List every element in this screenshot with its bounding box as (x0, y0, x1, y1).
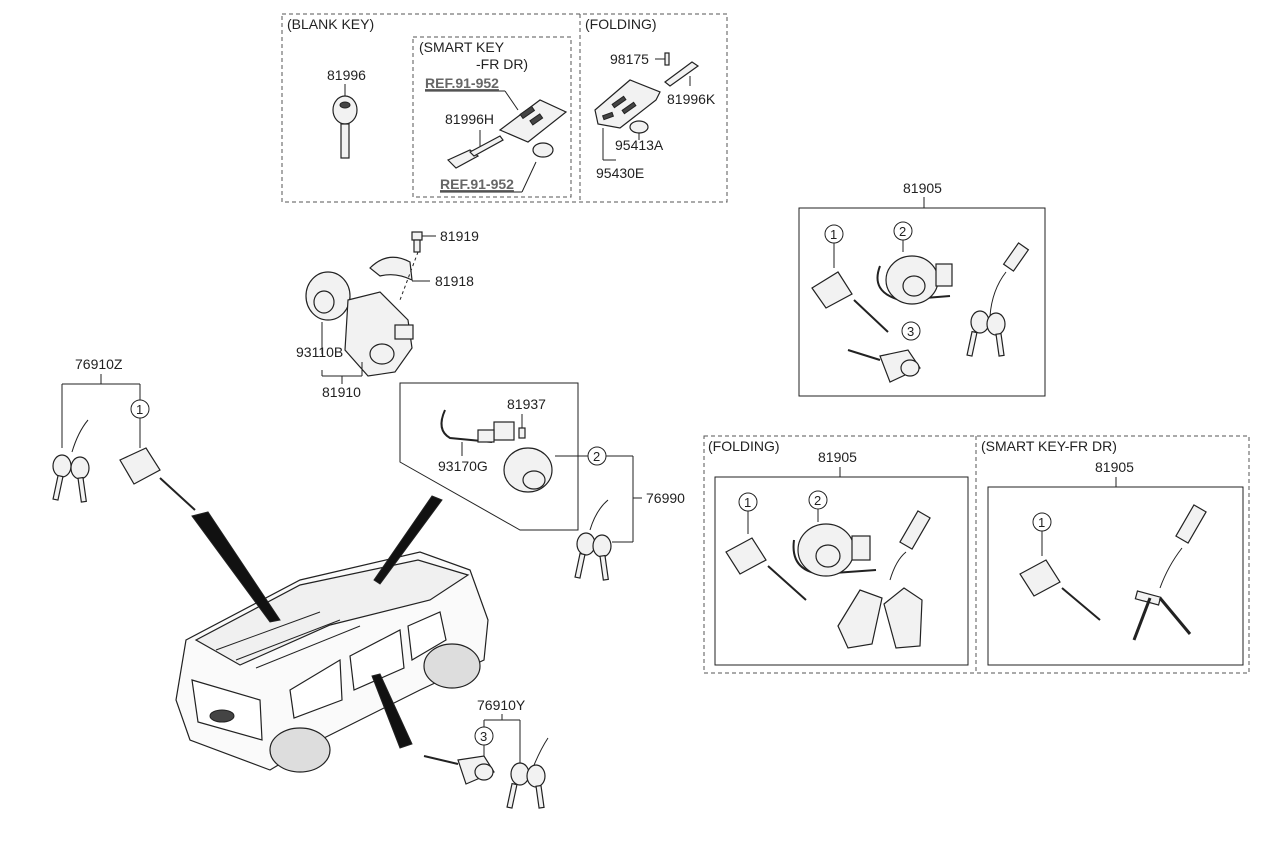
ref-link-top[interactable]: REF.91-952 (425, 75, 499, 91)
bottom-sets-frame (703, 435, 1250, 674)
small-screw-icon (518, 427, 526, 439)
door-lock-cylinder-icon-set3 (847, 349, 921, 383)
vehicle-illustration (175, 551, 489, 773)
key-pair-icon-set1 (966, 242, 1030, 357)
emergency-key-icon (446, 135, 504, 169)
key-pair-icon-left (52, 419, 90, 503)
blank-key-icon (332, 95, 358, 159)
steering-lock-body-icon (344, 291, 414, 377)
callout-3-top-label: 3 (907, 324, 914, 339)
part-label-76990[interactable]: 76990 (646, 490, 685, 506)
callout-3-bottom-label: 3 (480, 729, 487, 744)
group-title-folding-top: (FOLDING) (585, 16, 657, 32)
pin-icon (664, 52, 670, 66)
group-title-blank-key: (BLANK KEY) (287, 16, 374, 32)
part-label-93170G[interactable]: 93170G (438, 458, 488, 474)
harness-icon (440, 409, 515, 443)
set-box-folding (714, 476, 969, 666)
blank-key-frame (281, 13, 728, 203)
door-lock-cylinder-icon-smart (1019, 559, 1101, 621)
ignition-switch-box (399, 382, 579, 531)
smart-key-blades-icon (1132, 504, 1207, 641)
coin-battery-icon (532, 142, 554, 158)
callout-1-left-label: 1 (136, 402, 143, 417)
ignition-cylinder-icon-folding (792, 523, 877, 577)
callout-2-mid-label: 2 (593, 449, 600, 464)
part-label-81937[interactable]: 81937 (507, 396, 546, 412)
set-box-smart (987, 486, 1244, 666)
ref-link-bottom[interactable]: REF.91-952 (440, 176, 514, 192)
part-label-81905-folding[interactable]: 81905 (818, 449, 857, 465)
part-label-95413A[interactable]: 95413A (615, 137, 664, 153)
part-label-81996H[interactable]: 81996H (445, 111, 494, 127)
callout-1-folding-label: 1 (744, 495, 751, 510)
door-lock-cylinder-icon-right (423, 755, 495, 785)
key-pair-icon-bottom (506, 737, 549, 809)
callout-1-top-label: 1 (830, 227, 837, 242)
part-label-81996[interactable]: 81996 (327, 67, 366, 83)
group-title-smart-key-2: -FR DR) (476, 56, 528, 72)
door-lock-cylinder-icon-set1 (811, 271, 889, 333)
part-label-76910Y[interactable]: 76910Y (477, 697, 526, 713)
ignition-cylinder-icon (503, 447, 553, 493)
leader-wedge-y (371, 673, 413, 749)
group-title-smart-key-bottom: (SMART KEY-FR DR) (981, 438, 1117, 454)
callout-2-top-label: 2 (899, 224, 906, 239)
smart-key-fob-icon (498, 99, 568, 143)
part-label-95430E[interactable]: 95430E (596, 165, 644, 181)
part-label-81905-smart[interactable]: 81905 (1095, 459, 1134, 475)
part-label-98175[interactable]: 98175 (610, 51, 649, 67)
key-pair-icon-mid (574, 499, 612, 581)
part-label-81919[interactable]: 81919 (440, 228, 479, 244)
group-title-smart-key-1: (SMART KEY (419, 39, 505, 55)
part-label-76910Z[interactable]: 76910Z (75, 356, 123, 372)
folding-fob-icon (594, 79, 661, 129)
part-label-81910[interactable]: 81910 (322, 384, 361, 400)
ignition-cylinder-icon-set1 (876, 255, 953, 305)
group-title-folding-bottom: (FOLDING) (708, 438, 780, 454)
folding-fob-pair-icon (837, 510, 931, 649)
door-lock-cylinder-icon-folding (725, 537, 807, 601)
part-label-81918[interactable]: 81918 (435, 273, 474, 289)
folding-key-blade-icon (664, 61, 700, 87)
lock-cylinder-icon (305, 271, 351, 321)
callout-2-folding-label: 2 (814, 493, 821, 508)
folding-battery-icon (629, 120, 649, 134)
screw-icon (411, 231, 423, 253)
leader-wedge-ign (373, 495, 443, 585)
clamp-icon (369, 256, 413, 282)
callout-1-smart-label: 1 (1038, 515, 1045, 530)
set-box-top (798, 207, 1046, 397)
door-lock-cylinder-icon-left (119, 447, 196, 511)
part-label-81996K[interactable]: 81996K (667, 91, 716, 107)
part-label-93110B[interactable]: 93110B (296, 344, 343, 360)
smart-key-frame (412, 36, 572, 198)
leader-wedge-z (191, 511, 281, 623)
callout-3-top (901, 321, 921, 341)
part-label-81905-top[interactable]: 81905 (903, 180, 942, 196)
